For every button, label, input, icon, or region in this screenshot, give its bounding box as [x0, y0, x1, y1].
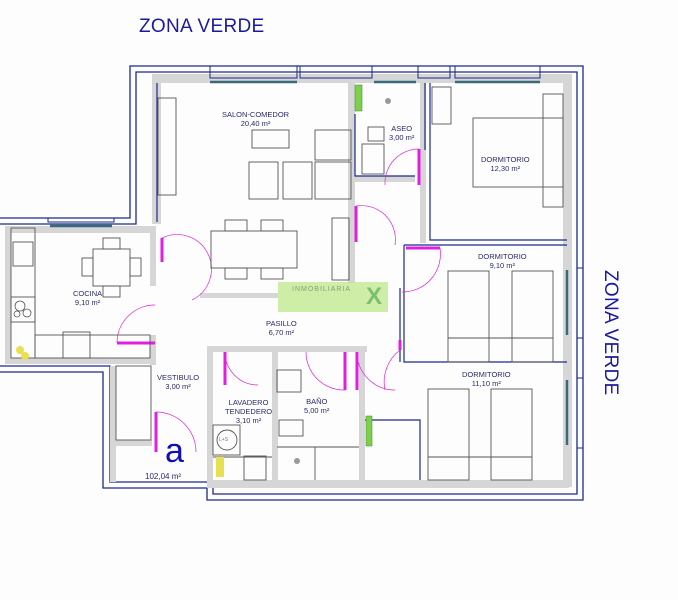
- room-area: 6,70 m²: [268, 328, 295, 337]
- room-label-pasillo: PASILLO 6,70 m²: [266, 319, 297, 337]
- electric-panels: [354, 84, 373, 447]
- room-name: DORMITORIO: [481, 155, 530, 164]
- room-label-lavadero: LAVADERO TENDEDERO 3,10 m²: [225, 398, 272, 425]
- room-name: ASEO: [391, 124, 413, 133]
- room-area: 3,00 m²: [389, 133, 415, 142]
- watermark-logo-icon: X: [366, 283, 383, 310]
- room-name: DORMITORIO: [478, 252, 527, 261]
- room-outlines: [156, 83, 567, 480]
- room-name: DORMITORIO: [462, 370, 511, 379]
- zona-verde-right-label: ZONA VERDE: [600, 270, 621, 396]
- total-area: 102,04 m²: [145, 472, 182, 481]
- room-area: 9,10 m²: [74, 298, 101, 307]
- room-name: BAÑO: [306, 397, 328, 406]
- window-frames: [47, 66, 583, 449]
- room-name-line1: LAVADERO: [228, 398, 269, 407]
- room-label-dormitorio-1: DORMITORIO 12,30 m²: [481, 155, 530, 173]
- interior-walls: [5, 74, 572, 488]
- watermark: INMOBILIARIA X: [278, 282, 388, 312]
- cooktop-icon: [13, 300, 32, 318]
- room-label-bano: BAÑO 5,00 m²: [304, 397, 329, 415]
- room-name: PASILLO: [266, 319, 297, 328]
- room-area: 5,00 m²: [304, 406, 330, 415]
- room-area: 3,00 m²: [165, 382, 191, 391]
- zona-verde-top-label: ZONA VERDE: [139, 16, 265, 37]
- room-area: 11,10 m²: [471, 379, 501, 388]
- room-label-dormitorio-2: DORMITORIO 9,10 m²: [478, 252, 527, 270]
- room-label-cocina: COCINA 9,10 m²: [73, 289, 102, 307]
- windows: [50, 80, 569, 445]
- room-label-dormitorio-3: DORMITORIO 11,10 m²: [462, 370, 511, 388]
- room-name: SALON-COMEDOR: [222, 110, 290, 119]
- room-label-aseo: ASEO 3,00 m²: [389, 124, 414, 142]
- doors: [116, 148, 441, 453]
- aseo-fixtures: [294, 98, 391, 464]
- room-area: 3,10 m²: [235, 416, 262, 425]
- room-label-vestibulo: VESTIBULO 3,00 m²: [157, 373, 199, 391]
- room-name: VESTIBULO: [157, 373, 200, 382]
- boiler-icon: [16, 346, 224, 477]
- unit-letter: a: [165, 432, 184, 470]
- room-name-line2: TENDEDERO: [225, 407, 273, 416]
- room-label-salon: SALON-COMEDOR 20,40 m²: [222, 110, 289, 128]
- room-area: 12,30 m²: [490, 164, 521, 173]
- room-name: COCINA: [73, 289, 103, 298]
- watermark-text: INMOBILIARIA: [292, 286, 352, 293]
- room-area: 9,10 m²: [489, 261, 516, 270]
- room-area: 20,40 m²: [240, 119, 271, 128]
- washer-label: L+S: [219, 437, 229, 443]
